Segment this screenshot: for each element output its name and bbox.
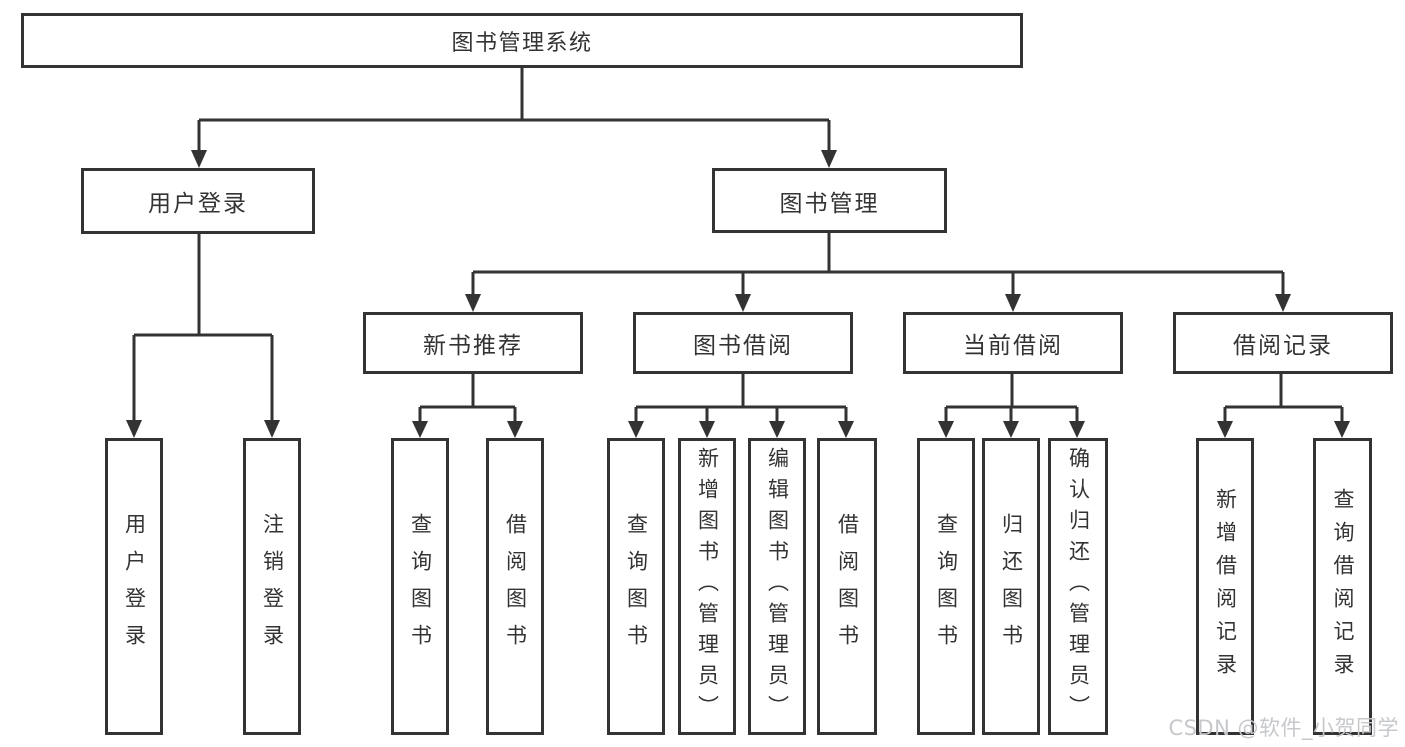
leaf-cb-query-book-label: 查询图书 — [934, 512, 959, 661]
node-user-login-label: 用户登录 — [148, 191, 248, 217]
leaf-cb-return-book-label: 归还图书 — [999, 512, 1024, 661]
leaf-bb-query-book-label: 查询图书 — [624, 512, 649, 661]
leaf-cb-query-book: 查询图书 — [917, 438, 975, 735]
node-book-borrow: 图书借阅 — [633, 312, 853, 374]
leaf-cb-confirm-return-admin: 确认归还（管理员） — [1048, 438, 1108, 735]
node-current-borrow: 当前借阅 — [903, 312, 1123, 374]
node-current-borrow-label: 当前借阅 — [963, 333, 1063, 359]
leaf-nb-query-book: 查询图书 — [391, 438, 449, 735]
leaf-br-add-record-label: 新增借阅记录 — [1213, 487, 1238, 686]
leaf-br-query-record-label: 查询借阅记录 — [1331, 487, 1355, 686]
node-book-borrow-label: 图书借阅 — [693, 333, 793, 359]
leaf-bb-edit-book-admin-label: 编辑图书（管理员） — [765, 447, 790, 726]
leaf-bb-add-book-admin-label: 新增图书（管理员） — [695, 447, 720, 726]
leaf-br-add-record: 新增借阅记录 — [1196, 438, 1254, 735]
node-borrow-records: 借阅记录 — [1173, 312, 1393, 374]
leaf-logout-login: 注销登录 — [243, 438, 301, 735]
node-root: 图书管理系统 — [21, 13, 1023, 68]
leaf-nb-query-book-label: 查询图书 — [408, 512, 433, 661]
csdn-watermark: CSDN @软件_小贺同学 — [1168, 716, 1399, 740]
leaf-bb-query-book: 查询图书 — [607, 438, 665, 735]
leaf-user-login-label: 用户登录 — [122, 512, 147, 661]
leaf-bb-borrow-book: 借阅图书 — [817, 438, 877, 735]
leaf-bb-add-book-admin: 新增图书（管理员） — [678, 438, 736, 735]
leaf-nb-borrow-book-label: 借阅图书 — [503, 512, 528, 661]
leaf-nb-borrow-book: 借阅图书 — [486, 438, 544, 735]
node-root-label: 图书管理系统 — [451, 30, 593, 56]
node-user-login: 用户登录 — [81, 168, 315, 234]
leaf-user-login: 用户登录 — [105, 438, 163, 735]
leaf-cb-confirm-return-admin-label: 确认归还（管理员） — [1066, 447, 1091, 726]
leaf-logout-login-label: 注销登录 — [260, 512, 285, 661]
leaf-cb-return-book: 归还图书 — [982, 438, 1040, 735]
leaf-bb-edit-book-admin: 编辑图书（管理员） — [748, 438, 806, 735]
node-borrow-records-label: 借阅记录 — [1233, 333, 1333, 359]
node-book-management: 图书管理 — [712, 168, 947, 233]
leaf-bb-borrow-book-label: 借阅图书 — [835, 512, 860, 661]
leaf-br-query-record: 查询借阅记录 — [1313, 438, 1372, 735]
node-book-management-label: 图书管理 — [779, 190, 880, 217]
node-new-book-recommend: 新书推荐 — [363, 312, 583, 374]
node-new-book-recommend-label: 新书推荐 — [423, 333, 523, 359]
